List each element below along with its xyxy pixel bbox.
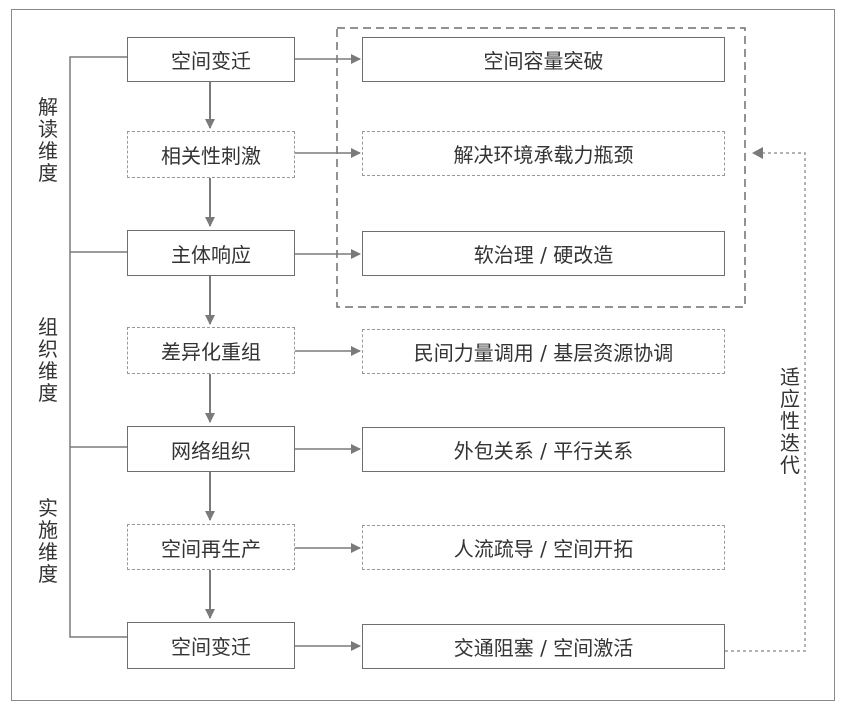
dimension-label-interpretation: 解读维度 bbox=[37, 95, 59, 185]
right-box-1: 空间容量突破 bbox=[362, 37, 725, 82]
feedback-label: 适应性迭代 bbox=[779, 365, 801, 477]
left-box-7: 空间变迁 bbox=[127, 622, 295, 669]
right-box-label: 民间力量调用 / 基层资源协调 bbox=[413, 341, 674, 365]
left-box-label: 空间变迁 bbox=[171, 635, 251, 659]
right-box-5: 外包关系 / 平行关系 bbox=[362, 427, 725, 472]
left-box-label: 网络组织 bbox=[171, 438, 251, 463]
left-box-3: 主体响应 bbox=[127, 230, 295, 276]
diagram-frame bbox=[11, 9, 835, 701]
right-box-2: 解决环境承载力瓶颈 bbox=[362, 131, 725, 176]
right-box-label: 外包关系 / 平行关系 bbox=[453, 439, 634, 463]
right-box-3: 软治理 / 硬改造 bbox=[362, 231, 725, 276]
right-box-label: 交通阻塞 / 空间激活 bbox=[453, 636, 634, 660]
right-box-label: 解决环境承载力瓶颈 bbox=[453, 143, 634, 167]
right-box-6: 人流疏导 / 空间开拓 bbox=[362, 525, 725, 570]
group-dashed-box bbox=[336, 27, 746, 308]
right-box-4: 民间力量调用 / 基层资源协调 bbox=[362, 329, 725, 374]
right-box-label: 人流疏导 / 空间开拓 bbox=[453, 537, 634, 561]
right-box-label: 软治理 / 硬改造 bbox=[473, 243, 614, 267]
dimension-label-organization: 组织维度 bbox=[37, 315, 59, 405]
left-box-label: 差异化重组 bbox=[161, 340, 261, 364]
feedback-arrowhead bbox=[752, 147, 763, 159]
feedback-loop bbox=[725, 152, 806, 652]
left-box-label: 主体响应 bbox=[171, 242, 251, 267]
right-box-label: 空间容量突破 bbox=[483, 49, 604, 73]
left-box-5: 网络组织 bbox=[127, 426, 295, 472]
left-box-4: 差异化重组 bbox=[127, 327, 295, 374]
left-box-2: 相关性刺激 bbox=[127, 131, 295, 178]
left-box-6: 空间再生产 bbox=[127, 524, 295, 570]
right-box-7: 交通阻塞 / 空间激活 bbox=[362, 624, 725, 669]
dimension-bracket bbox=[69, 56, 127, 638]
left-box-1: 空间变迁 bbox=[127, 37, 295, 82]
left-box-label: 空间变迁 bbox=[171, 49, 251, 73]
left-box-label: 相关性刺激 bbox=[161, 144, 261, 168]
left-box-label: 空间再生产 bbox=[161, 536, 261, 561]
dimension-label-implementation: 实施维度 bbox=[37, 496, 59, 586]
